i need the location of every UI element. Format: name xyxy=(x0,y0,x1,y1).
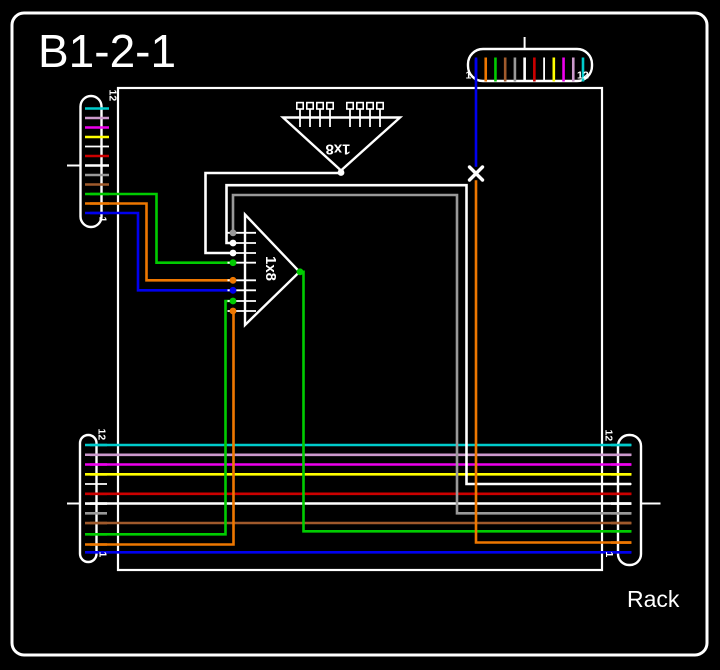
splitter-main-label: 1x8 xyxy=(262,256,279,281)
splitter-top-common-dot xyxy=(337,169,345,176)
splitter-top-body[interactable] xyxy=(279,116,404,173)
connector-top-right-label-12: 12 xyxy=(577,70,589,82)
connector-bottom-left-label-12: 12 xyxy=(96,429,108,441)
connector-bottom-right-label-1: 1 xyxy=(603,552,615,558)
splice-x[interactable] xyxy=(467,165,485,182)
connector-bottom-left[interactable] xyxy=(67,433,107,564)
splitter-port-square xyxy=(325,101,334,110)
splitter-port-dot-slate xyxy=(229,229,237,237)
splitter-port-square xyxy=(305,101,314,110)
splitter-main-body[interactable] xyxy=(243,211,302,328)
splitter-port-dot-orange xyxy=(229,276,237,284)
rack-label: Rack xyxy=(627,586,680,612)
splitter-main[interactable] xyxy=(227,211,304,328)
splitter-top-label: 1x8 xyxy=(325,141,350,158)
connector-body[interactable] xyxy=(466,47,594,83)
splitter-port-dot-white xyxy=(229,239,237,247)
connector-bottom-right[interactable] xyxy=(611,433,661,567)
splitter-port-square xyxy=(295,101,304,110)
wire-bl3[interactable] xyxy=(90,299,233,536)
splitter-top[interactable] xyxy=(279,101,404,176)
connector-body[interactable] xyxy=(78,433,98,564)
connector-top-right-label-1: 1 xyxy=(466,70,472,82)
splitter-port-square xyxy=(355,101,364,110)
outer-border xyxy=(10,11,709,657)
wire-tl1[interactable] xyxy=(90,211,233,292)
splitter-port-square xyxy=(365,101,374,110)
splitter-port-dot-white xyxy=(229,249,237,257)
connector-body[interactable] xyxy=(616,433,643,567)
wire-bl2[interactable] xyxy=(90,311,235,546)
splitter-port-dot-green xyxy=(229,259,237,267)
splitter-port-square xyxy=(345,101,354,110)
wire-sp1[interactable] xyxy=(231,193,631,515)
wire-sx2[interactable] xyxy=(474,180,631,544)
wire-sp2[interactable] xyxy=(225,183,632,486)
splice-x-stroke xyxy=(467,165,485,182)
wire-tl2[interactable] xyxy=(90,202,233,282)
wire-sp3[interactable] xyxy=(204,171,342,255)
page-title: B1-2-1 xyxy=(38,25,176,77)
splitter-port-square xyxy=(315,101,324,110)
connector-body[interactable] xyxy=(79,94,103,229)
splitter-port-dot-orange xyxy=(229,307,237,315)
wire-tl3[interactable] xyxy=(90,192,233,264)
connector-top-left-label-1: 1 xyxy=(97,217,109,223)
splitter-port-square xyxy=(375,101,384,110)
connector-top-left[interactable] xyxy=(67,94,109,229)
splitter-port-dot-blue xyxy=(229,286,237,294)
panel-outline xyxy=(116,86,604,572)
splitter-main-common-dot xyxy=(296,268,304,276)
splitter-port-dot-green xyxy=(229,297,237,305)
connector-top-left-label-12: 12 xyxy=(107,90,119,102)
connector-bottom-right-label-12: 12 xyxy=(603,430,615,442)
connector-bottom-left-label-1: 1 xyxy=(97,552,109,558)
connector-top-right[interactable] xyxy=(466,37,594,83)
